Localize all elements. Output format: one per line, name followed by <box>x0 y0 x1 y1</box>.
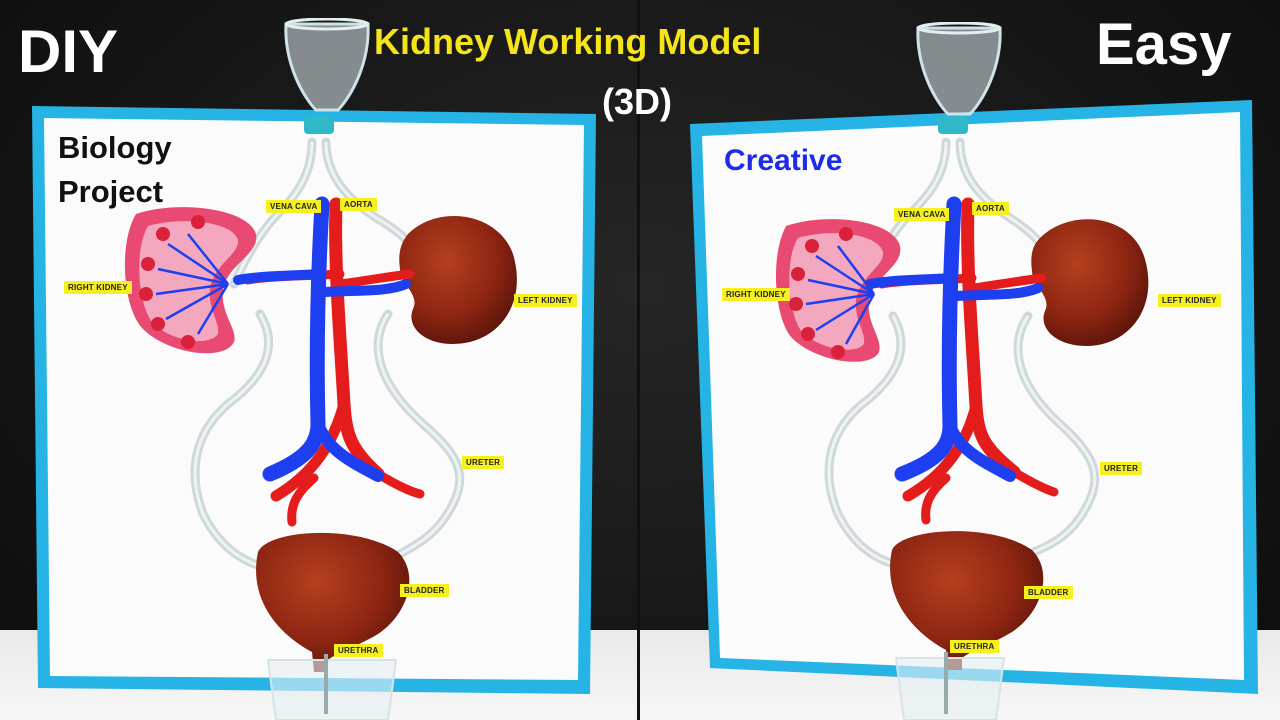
label-vena-cava-left: VENA CAVA <box>266 200 322 213</box>
title-heading: Kidney Working Model <box>374 21 762 62</box>
label-aorta-left: AORTA <box>340 198 377 211</box>
label-bladder-right: BLADDER <box>1024 586 1073 599</box>
label-bladder-left: BLADDER <box>400 584 449 597</box>
collection-cup-right <box>894 652 1006 720</box>
label-left-kidney-left: LEFT KIDNEY <box>514 294 577 307</box>
creative-text: Creative <box>724 144 843 177</box>
label-urethra-left: URETHRA <box>334 644 383 657</box>
kidney-model-illustration-left <box>32 106 596 694</box>
subtitle-3d: (3D) <box>602 81 672 122</box>
funnel-bottle-right <box>916 22 1002 116</box>
label-left-kidney-right: LEFT KIDNEY <box>1158 294 1221 307</box>
left-model-board <box>28 104 600 696</box>
easy-heading: Easy <box>1096 12 1232 77</box>
label-right-kidney-left: RIGHT KIDNEY <box>64 281 132 294</box>
label-aorta-right: AORTA <box>972 202 1009 215</box>
collection-cup-left <box>266 654 398 720</box>
label-right-kidney-right: RIGHT KIDNEY <box>722 288 790 301</box>
funnel-bottle-left <box>284 18 370 112</box>
label-vena-cava-right: VENA CAVA <box>894 208 950 221</box>
project-text: Project <box>58 174 164 209</box>
image-divider <box>637 0 640 720</box>
kidney-model-illustration-right <box>690 100 1258 694</box>
diy-heading: DIY <box>18 18 119 85</box>
label-urethra-right: URETHRA <box>950 640 999 653</box>
biology-text: Biology <box>58 130 172 165</box>
label-ureter-left: URETER <box>462 456 505 469</box>
label-ureter-right: URETER <box>1100 462 1143 475</box>
right-model-board <box>688 96 1260 700</box>
